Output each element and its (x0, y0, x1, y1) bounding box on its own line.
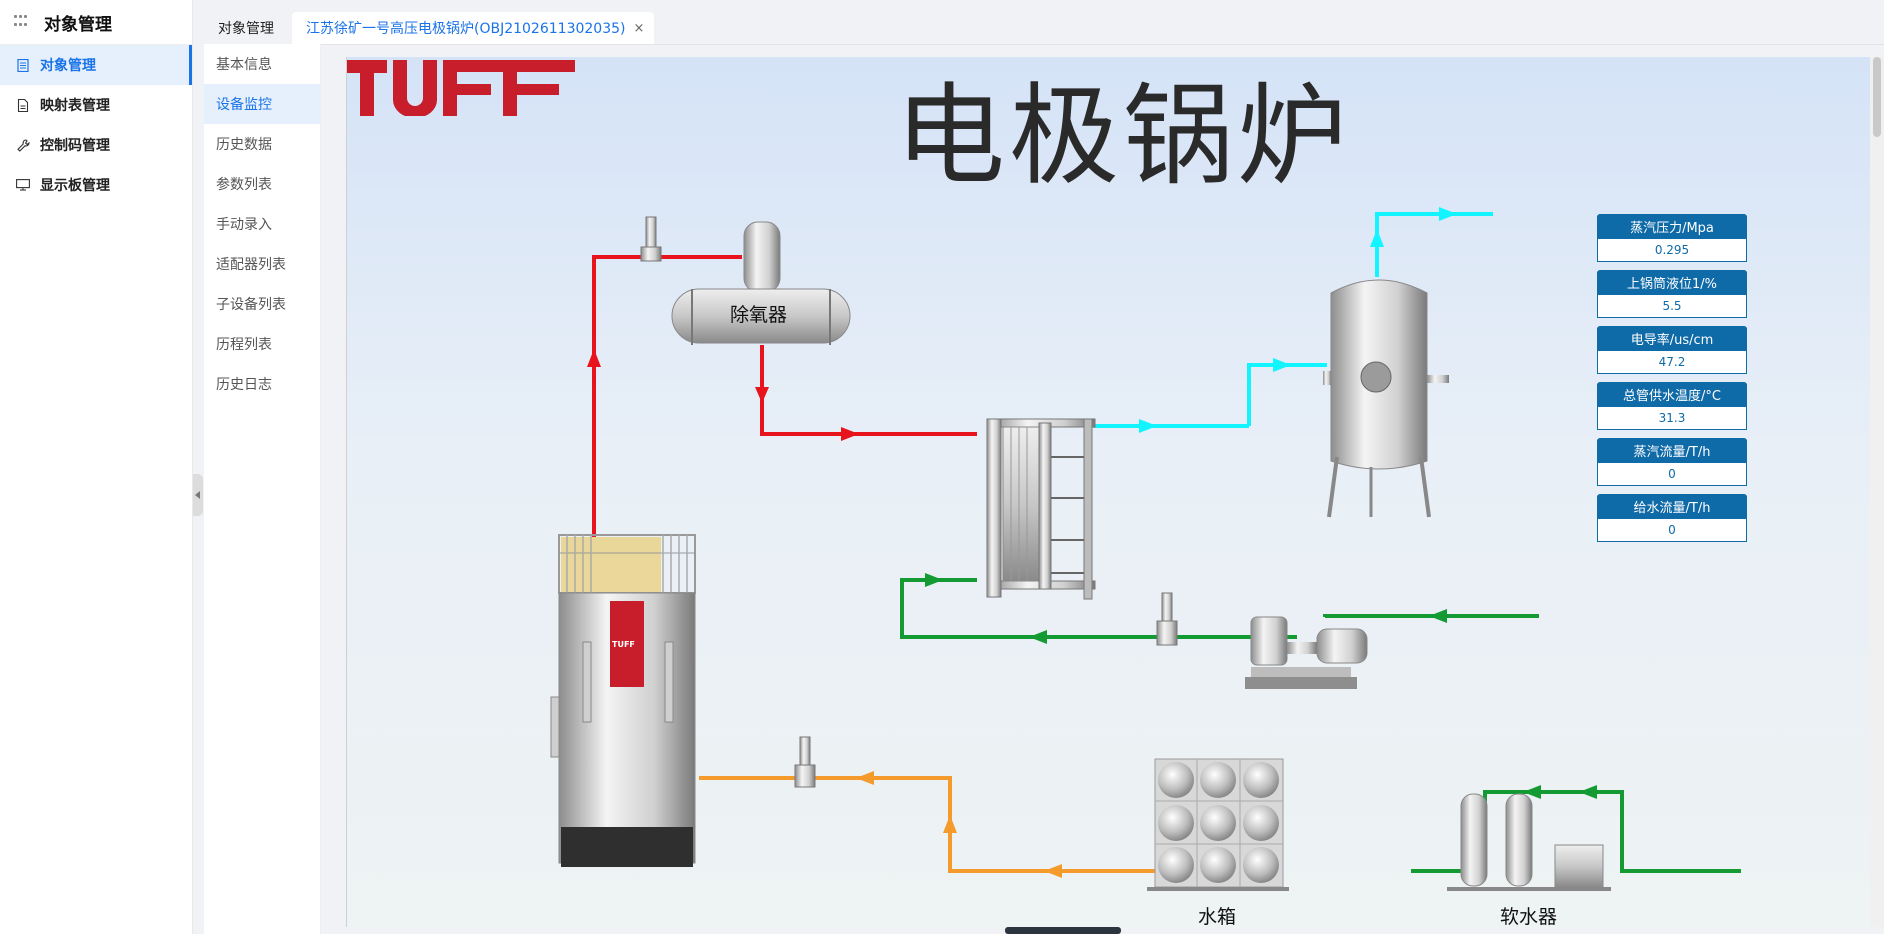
orange-flow-arrows (856, 771, 1062, 878)
reading-label: 总管供水温度/°C (1597, 382, 1747, 406)
feed-pump (1245, 616, 1368, 689)
subnav-history-log[interactable]: 历史日志 (216, 377, 272, 393)
cyan-flow-arrows (1139, 207, 1457, 433)
green-flow-arrows (925, 573, 1597, 799)
reading-value: 31.3 (1597, 406, 1747, 430)
water-tank (1147, 758, 1289, 891)
reading-label: 蒸汽压力/Mpa (1597, 214, 1747, 238)
plate-heat-exchanger (986, 418, 1096, 600)
red-flow-arrows (587, 349, 859, 441)
sidebar-item-display-board[interactable]: 显示板管理 (0, 165, 192, 205)
water-tank-label: 水箱 (1198, 906, 1237, 928)
sidebar-item-label: 控制码管理 (40, 138, 110, 154)
tab-boiler-object[interactable]: 江苏徐矿一号高压电极锅炉(OBJ2102611302035) × (292, 12, 655, 44)
water-softener (1447, 793, 1611, 891)
sidebar-item-label: 映射表管理 (40, 98, 110, 114)
readings-panel: 蒸汽压力/Mpa 0.295 上锅筒液位1/% 5.5 电导率/us/cm 47… (1597, 214, 1747, 550)
sidebar-item-object-management[interactable]: 对象管理 (0, 45, 192, 85)
diagram-title: 电极锅炉 (895, 72, 1351, 200)
apps-grid-icon[interactable] (14, 15, 28, 29)
reading-label: 上锅筒液位1/% (1597, 270, 1747, 294)
reading-value: 5.5 (1597, 294, 1747, 318)
tab-object-management[interactable]: 对象管理 (218, 21, 274, 37)
reading-drum-level: 上锅筒液位1/% 5.5 (1597, 270, 1747, 318)
softener-label: 软水器 (1500, 906, 1558, 928)
reading-label: 电导率/us/cm (1597, 326, 1747, 350)
reading-value: 0 (1597, 462, 1747, 486)
green-pipeline (900, 578, 1741, 873)
reading-conductivity: 电导率/us/cm 47.2 (1597, 326, 1747, 374)
horizontal-scrollbar[interactable] (1005, 927, 1121, 934)
sidebar-item-control-code[interactable]: 控制码管理 (0, 125, 192, 165)
deaerator (671, 221, 851, 345)
valve-orange (794, 736, 816, 788)
wrench-icon (16, 138, 30, 152)
sidebar: 对象管理 对象管理 映射表管理 控制码管理 显示板管理 (0, 0, 193, 934)
chevron-left-icon (195, 491, 200, 499)
subnav-subdevice-list[interactable]: 子设备列表 (216, 297, 286, 313)
subnav-device-monitor[interactable]: 设备监控 (204, 84, 320, 124)
reading-value: 47.2 (1597, 350, 1747, 374)
close-icon[interactable]: × (633, 20, 645, 36)
document-icon (16, 98, 30, 112)
steam-vessel (1323, 279, 1449, 518)
reading-feedwater-flow: 给水流量/T/h 0 (1597, 494, 1747, 542)
list-icon (16, 58, 30, 72)
scrollbar-thumb[interactable] (1873, 57, 1881, 137)
detail-subnav: 基本信息 设备监控 历史数据 参数列表 手动录入 适配器列表 子设备列表 历程列… (204, 44, 321, 934)
vertical-scrollbar[interactable] (1870, 57, 1884, 927)
tuff-logo (347, 60, 575, 116)
subnav-basic-info[interactable]: 基本信息 (216, 57, 272, 73)
subnav-manual-entry[interactable]: 手动录入 (216, 217, 272, 233)
subnav-parameter-list[interactable]: 参数列表 (216, 177, 272, 193)
reading-supply-temperature: 总管供水温度/°C 31.3 (1597, 382, 1747, 430)
reading-value: 0 (1597, 518, 1747, 542)
red-pipeline (592, 255, 977, 537)
orange-pipeline (699, 776, 1155, 873)
monitor-icon (16, 178, 30, 192)
sidebar-header: 对象管理 (0, 0, 192, 45)
valve-top (640, 216, 662, 262)
tab-bar: 对象管理 江苏徐矿一号高压电极锅炉(OBJ2102611302035) × (204, 0, 1884, 45)
deaerator-label: 除氧器 (730, 304, 788, 326)
reading-label: 蒸汽流量/T/h (1597, 438, 1747, 462)
scada-canvas: 电极锅炉 除氧器 水箱 软水器 TUFF 蒸汽压力/Mpa 0.295 上锅筒液… (346, 57, 1871, 928)
sidebar-item-label: 显示板管理 (40, 178, 110, 194)
reading-value: 0.295 (1597, 238, 1747, 262)
sidebar-item-mapping-table[interactable]: 映射表管理 (0, 85, 192, 125)
cyan-pipeline (1093, 212, 1493, 428)
tab-label: 江苏徐矿一号高压电极锅炉(OBJ2102611302035) (306, 21, 626, 37)
reading-label: 给水流量/T/h (1597, 494, 1747, 518)
process-diagram (550, 207, 1741, 891)
subnav-history-data[interactable]: 历史数据 (216, 137, 272, 153)
electrode-boiler (550, 534, 696, 867)
sidebar-title: 对象管理 (44, 14, 112, 35)
subnav-adapter-list[interactable]: 适配器列表 (216, 257, 286, 273)
subnav-process-list[interactable]: 历程列表 (216, 337, 272, 353)
sidebar-item-label: 对象管理 (40, 58, 96, 74)
boiler-badge: TUFF (612, 640, 635, 649)
valve-green (1156, 592, 1178, 646)
reading-steam-flow: 蒸汽流量/T/h 0 (1597, 438, 1747, 486)
reading-steam-pressure: 蒸汽压力/Mpa 0.295 (1597, 214, 1747, 262)
sidebar-collapse-handle[interactable] (193, 474, 203, 516)
